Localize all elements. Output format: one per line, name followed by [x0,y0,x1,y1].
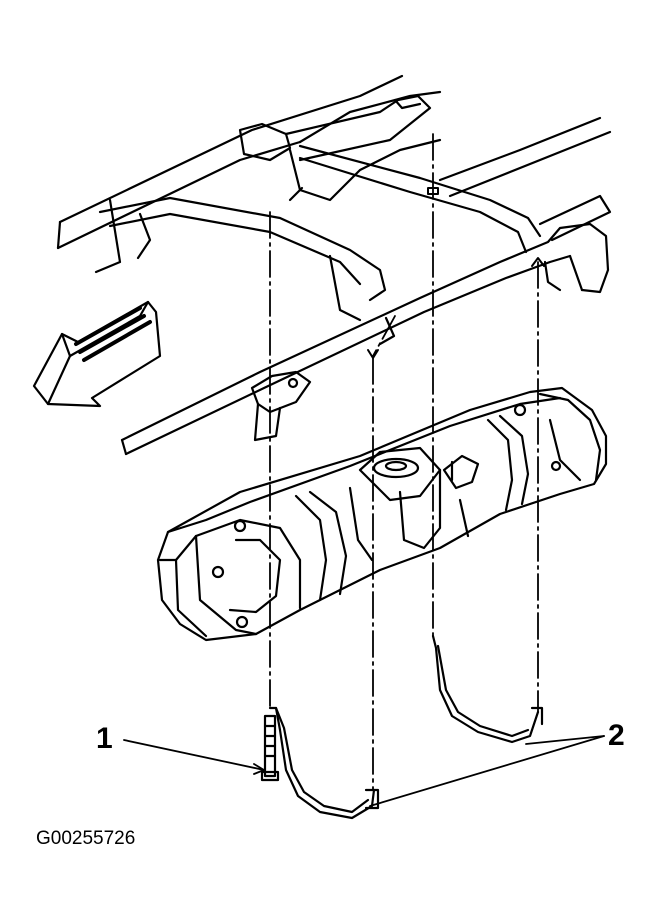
alignment-lines [269,133,539,791]
frame-left-rail [56,74,442,274]
strap-bolt [260,714,280,782]
leader-lines [123,735,605,807]
forward-direction-arrow [32,300,162,408]
strap-anchor-marks [367,187,545,359]
callout-label-1: 1 [96,722,113,755]
frame-right-rail [298,116,612,254]
frame-lower-crossmember [120,222,610,456]
fuel-tank-strap-left [268,706,380,820]
callout-label-2: 2 [608,719,625,752]
frame-rear-crossmember [238,94,442,202]
figure-id-label: G00255726 [36,828,136,849]
frame-middle-crossmember [98,196,387,322]
fuel-tank [156,386,608,642]
fuel-tank-strap-right [431,634,544,744]
